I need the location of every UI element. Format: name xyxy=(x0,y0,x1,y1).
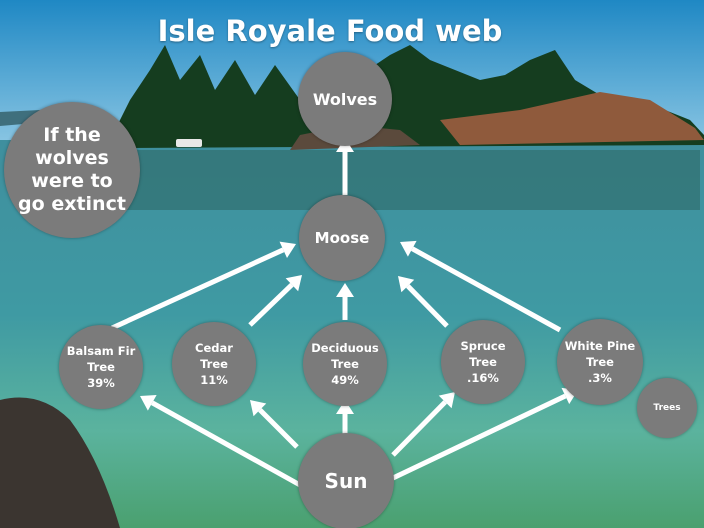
balsam-fir-node: Balsam Fir Tree 39% xyxy=(59,325,143,409)
deciduous-label: Deciduous Tree 49% xyxy=(311,340,379,388)
arrow-balsam-to-moose-head xyxy=(279,241,296,259)
arrow-spruce-to-moose xyxy=(398,276,449,328)
question-node: If the wolves were to go extinct xyxy=(4,102,140,238)
arrow-sun-to-spruce xyxy=(391,392,455,457)
spruce-label: Spruce Tree .16% xyxy=(460,338,506,386)
cedar-label: Cedar Tree 11% xyxy=(195,340,233,388)
arrow-sun-to-cedar xyxy=(250,400,299,449)
moose-label: Moose xyxy=(314,229,370,247)
arrow-sun-to-balsam-shaft xyxy=(151,400,302,488)
diagram-title: Isle Royale Food web xyxy=(157,14,503,48)
arrow-spruce-to-moose-head xyxy=(398,276,415,293)
arrow-sun-to-cedar-head xyxy=(250,400,267,417)
sun-label: Sun xyxy=(324,469,368,493)
arrow-sun-to-whitepine-shaft xyxy=(391,393,567,481)
arrow-sun-to-balsam-head xyxy=(140,394,157,411)
sun-node: Sun xyxy=(298,433,394,528)
arrow-cedar-to-moose xyxy=(248,275,302,327)
white-pine-node: White Pine Tree .3% xyxy=(557,319,643,405)
island-rocks xyxy=(440,92,704,145)
arrow-sun-to-balsam xyxy=(140,394,302,488)
arrow-whitepine-to-moose xyxy=(400,240,562,333)
foreground-rock xyxy=(0,397,120,528)
moose-node: Moose xyxy=(299,195,385,281)
balsam-fir-label: Balsam Fir Tree 39% xyxy=(66,343,136,391)
arrow-sun-to-spruce-shaft xyxy=(391,400,447,457)
trees-node: Trees xyxy=(637,378,697,438)
arrow-moose-to-wolves xyxy=(336,138,354,195)
white-pine-label: White Pine Tree .3% xyxy=(564,338,636,386)
arrow-sun-to-deciduous xyxy=(336,400,354,435)
arrow-balsam-to-moose-shaft xyxy=(110,247,285,331)
deciduous-node: Deciduous Tree 49% xyxy=(303,322,387,406)
arrow-balsam-to-moose xyxy=(110,241,296,331)
arrow-whitepine-to-moose-shaft xyxy=(411,246,562,333)
spruce-node: Spruce Tree .16% xyxy=(441,320,525,404)
boat xyxy=(176,139,202,147)
arrow-cedar-to-moose-head xyxy=(285,275,302,292)
arrow-sun-to-cedar-shaft xyxy=(258,408,299,449)
wolves-node: Wolves xyxy=(298,52,392,146)
arrow-sun-to-spruce-head xyxy=(438,392,455,409)
cedar-node: Cedar Tree 11% xyxy=(172,322,256,406)
island-reflection xyxy=(110,150,700,210)
question-text: If the wolves were to go extinct xyxy=(18,124,126,215)
trees-label: Trees xyxy=(653,403,681,413)
wolves-label: Wolves xyxy=(312,89,378,109)
arrow-spruce-to-moose-shaft xyxy=(406,284,449,328)
arrow-sun-to-deciduous-head xyxy=(336,400,354,414)
arrow-deciduous-to-moose-head xyxy=(336,283,354,297)
arrow-deciduous-to-moose xyxy=(336,283,354,320)
arrow-cedar-to-moose-shaft xyxy=(248,282,294,327)
arrow-whitepine-to-moose-head xyxy=(400,240,417,257)
